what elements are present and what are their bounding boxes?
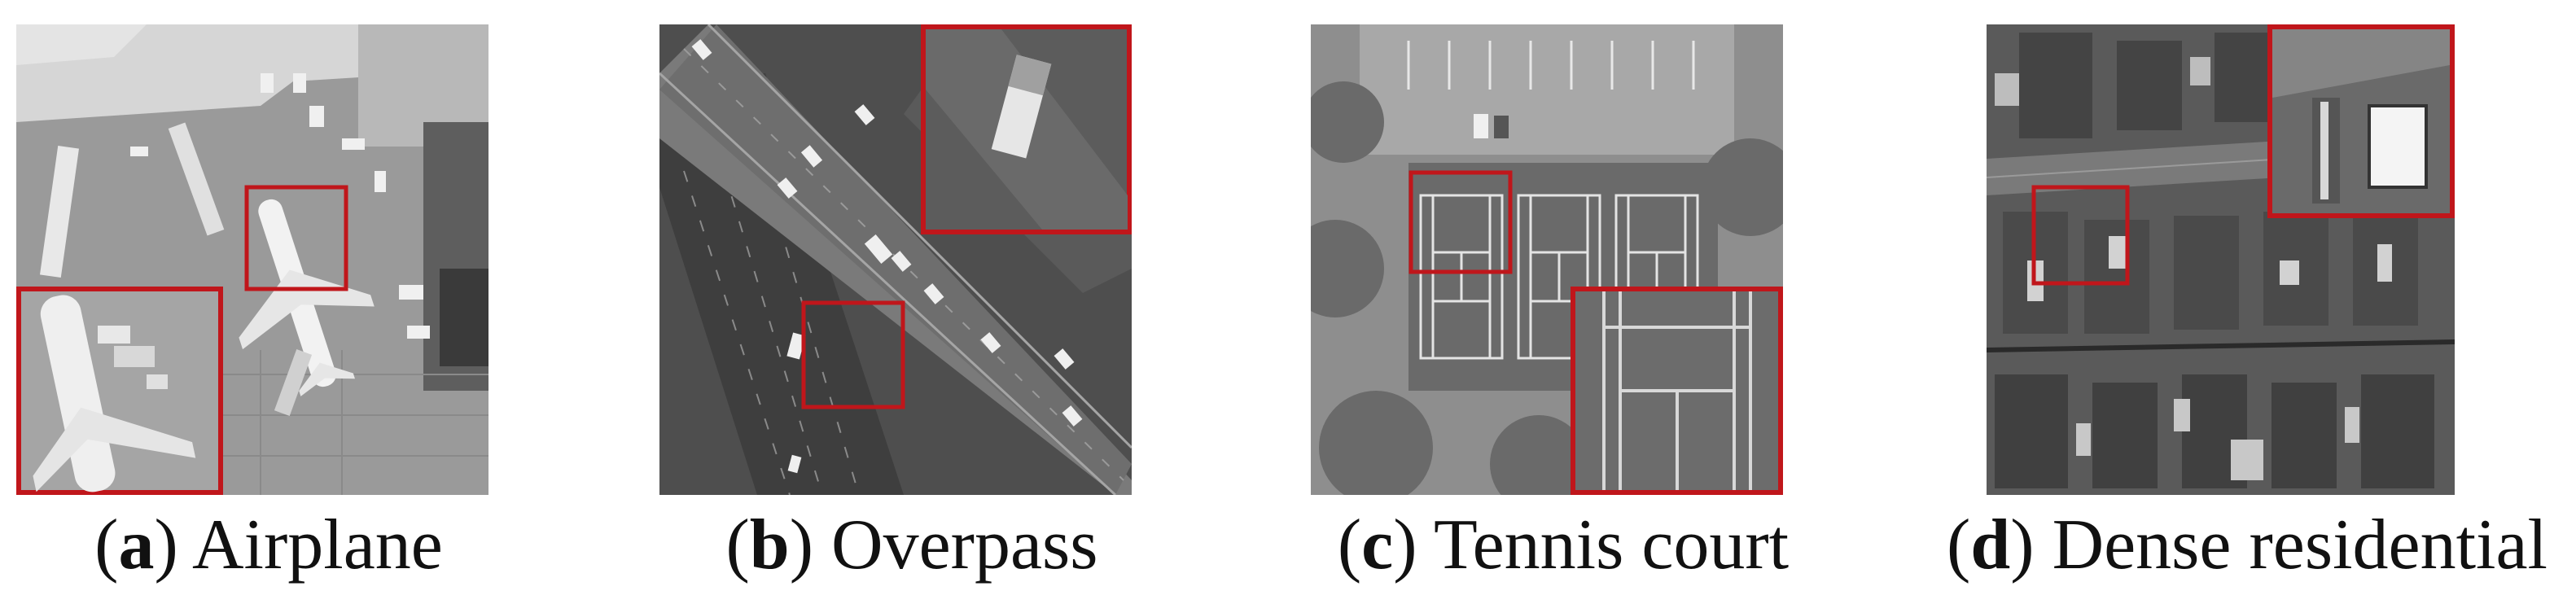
figure-panel-airplane: (a) Airplane xyxy=(16,0,521,604)
caption-letter: c xyxy=(1361,506,1394,584)
caption-letter: a xyxy=(118,506,155,584)
caption-label: Dense residential xyxy=(2052,506,2548,584)
overpass-aerial-image xyxy=(659,24,1132,495)
caption-overpass: (b) Overpass xyxy=(725,506,1098,584)
tennis-court-aerial-image xyxy=(1311,24,1783,495)
caption-label: Tennis court xyxy=(1433,506,1790,584)
caption-airplane: (a) Airplane xyxy=(94,506,443,584)
airplane-scene xyxy=(16,24,488,495)
caption-tennis-court: (c) Tennis court xyxy=(1337,506,1790,584)
caption-letter: b xyxy=(749,506,790,584)
caption-dense-residential: (d) Dense residential xyxy=(1946,506,2548,584)
figure-panel-tennis-court: (c) Tennis court xyxy=(1311,0,1816,604)
overpass-scene xyxy=(659,24,1132,495)
figure-panel-dense-residential: (d) Dense residential xyxy=(1947,0,2548,604)
dense-residential-scene xyxy=(1987,24,2455,495)
dense-residential-aerial-image xyxy=(1987,24,2455,495)
caption-letter: d xyxy=(1970,506,2011,584)
caption-label: Airplane xyxy=(191,506,443,584)
figure-panel-overpass: (b) Overpass xyxy=(659,0,1164,604)
tennis-court-scene xyxy=(1311,24,1783,495)
airplane-aerial-image xyxy=(16,24,488,495)
caption-label: Overpass xyxy=(831,506,1098,584)
